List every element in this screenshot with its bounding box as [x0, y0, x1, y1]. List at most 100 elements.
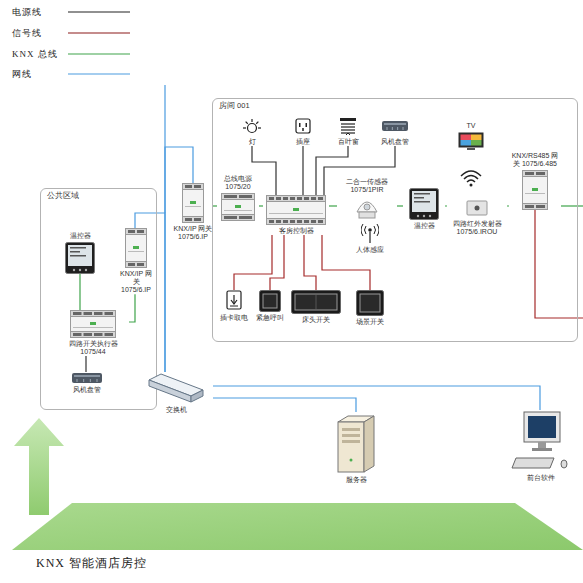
drawing-part: [414, 197, 424, 199]
node-label: 总线电源 1075/20: [217, 175, 259, 191]
drawing-part: [528, 416, 556, 438]
drawing-part: [233, 295, 234, 303]
drawing-part: [70, 255, 86, 257]
drawing-part: [194, 185, 201, 188]
drawing-part: [318, 197, 323, 200]
drawing-part: [306, 123, 308, 127]
drawing-part: [70, 247, 86, 249]
node-label: 二合一传感器 1075/1PIR: [337, 178, 397, 194]
drawing-part: [267, 196, 326, 225]
sensor-node: 二合一传感器 1075/1PIR: [337, 178, 397, 220]
device-icon: [291, 290, 341, 314]
drawing-part: [414, 193, 430, 195]
drawing-part: [387, 127, 388, 130]
drawing-part: [293, 208, 299, 211]
region-title: 房间 001: [213, 99, 577, 114]
drawing-part: [341, 123, 355, 124]
drawing-part: [302, 128, 304, 131]
drawing-part: [276, 197, 281, 200]
drawing-part: [423, 215, 425, 217]
card-switch-node: 插卡取电: [215, 290, 253, 322]
device-icon: [293, 116, 313, 136]
drawing-part: [467, 180, 475, 182]
drawing-part: [525, 172, 534, 175]
drawing-part: [341, 126, 355, 127]
drawing-part: [222, 194, 255, 200]
legend-line-sample: [68, 11, 130, 12]
presence-node: 人体感应: [349, 224, 391, 254]
drawing-part: [94, 312, 103, 315]
drawing-part: [316, 295, 317, 309]
wire-connector: [213, 205, 217, 206]
wire-connector: [213, 398, 356, 412]
drawing-part: [368, 228, 372, 232]
drawing-part: [311, 197, 316, 200]
node-label: KNX/IP 网关 1075/6.IP: [117, 270, 155, 294]
device-icon: [224, 290, 244, 312]
drawing-part: [137, 263, 144, 266]
up-arrow: [14, 418, 64, 515]
drawing-part: [369, 232, 370, 243]
wire-connector: [397, 205, 403, 206]
drawing-part: [256, 122, 258, 124]
node-label: 场景开关: [349, 318, 391, 326]
drawing-part: [461, 135, 472, 141]
device-icon: [522, 170, 548, 210]
legend-label: 电源线: [12, 6, 42, 19]
drawing-part: [364, 204, 370, 210]
drawing-part: [342, 434, 360, 437]
drawing-part: [296, 119, 310, 133]
node-label: 插座: [282, 138, 324, 146]
drawing-part: [512, 458, 554, 468]
drawing-part: [128, 251, 144, 252]
actuator-node: 四路开关执行器 1075/44: [57, 310, 129, 356]
drawing-part: [361, 224, 363, 236]
drawing-part: [260, 291, 281, 312]
device-icon: [354, 196, 380, 220]
drawing-part: [90, 379, 91, 382]
drawing-part: [191, 390, 203, 402]
drawing-part: [536, 205, 545, 208]
node-label: 前台软件: [504, 474, 578, 482]
drawing-part: [536, 172, 545, 175]
drawing-part: [269, 213, 323, 214]
drawing-part: [311, 220, 316, 223]
drawing-part: [467, 148, 475, 150]
wire-connector: [322, 235, 370, 290]
device-icon: [221, 193, 255, 221]
node-label: 风机盘管: [61, 386, 113, 394]
gateway-node: KNX/RS485 网关 1075/6.485: [509, 152, 561, 210]
drawing-part: [290, 220, 295, 223]
wire-connector: [270, 235, 284, 290]
drawing-part: [338, 422, 364, 472]
node-label: 温控器: [403, 222, 445, 230]
device-icon: [125, 228, 147, 268]
drawing-part: [79, 269, 81, 271]
drawing-part: [297, 220, 302, 223]
legend-label: KNX 总线: [12, 48, 58, 61]
region-title: 公共区域: [41, 189, 156, 204]
wire-connector: [302, 146, 303, 195]
device-icon: [356, 290, 384, 316]
device-icon: [381, 116, 409, 136]
drawing-part: [523, 171, 548, 177]
device-icon: [334, 412, 378, 474]
drawing-part: [128, 230, 135, 233]
node-label: 插卡取电: [215, 314, 253, 322]
drawing-part: [68, 245, 92, 266]
drawing-part: [97, 379, 98, 382]
network-switch-node: 交换机: [139, 372, 213, 414]
legend-line-sample: [68, 73, 130, 74]
drawing-part: [126, 262, 147, 268]
drawing-part: [126, 229, 147, 268]
wire-connector: [329, 205, 337, 206]
wire-connector: [85, 356, 86, 372]
drawing-part: [346, 133, 350, 135]
node-label: 客房控制器: [263, 227, 329, 235]
drawing-part: [464, 176, 478, 180]
drawing-part: [222, 215, 255, 221]
device-icon: [466, 198, 488, 218]
drawing-part: [94, 333, 103, 336]
wifi-symbol: [461, 171, 481, 187]
drawing-part: [382, 121, 408, 131]
